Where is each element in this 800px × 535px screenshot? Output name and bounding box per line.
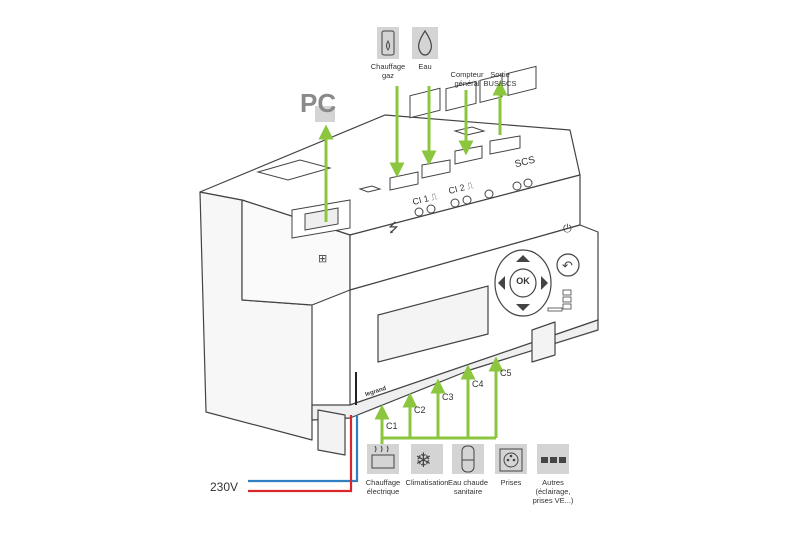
circuit-c2-label: C2 bbox=[414, 405, 426, 415]
terminal-blocks bbox=[409, 65, 537, 119]
water-heater-icon bbox=[461, 445, 475, 473]
bottom-icon-backgrounds bbox=[367, 444, 569, 474]
power-icon: ⏻ bbox=[563, 222, 572, 235]
circuit-c1-label: C1 bbox=[386, 421, 398, 431]
electric-heater-icon bbox=[371, 445, 395, 469]
power-wires bbox=[248, 415, 359, 493]
power-outlet-icon bbox=[499, 448, 523, 472]
water-drop-icon bbox=[418, 29, 432, 56]
signal-arrows bbox=[318, 80, 508, 222]
hot-water-label: Eau chaude sanitaire bbox=[447, 478, 489, 496]
circuit-c3-label: C3 bbox=[442, 392, 454, 402]
circuit-lines bbox=[374, 356, 504, 444]
voltage-label: 230V bbox=[210, 480, 239, 494]
snowflake-icon: ❄ bbox=[415, 448, 432, 472]
usb-icon: ⭍ bbox=[388, 221, 399, 236]
circuit-c5-label: C5 bbox=[500, 368, 512, 378]
air-conditioning-label: Climatisation bbox=[405, 478, 449, 487]
other-loads-label: Autres (éclairage, prises VE...) bbox=[532, 478, 574, 505]
ok-button[interactable]: OK bbox=[516, 276, 530, 286]
water-drop-icon-bg bbox=[412, 27, 438, 59]
terminal-screws bbox=[414, 178, 533, 217]
bus-output-label: Sortie BUS/SCS bbox=[483, 70, 517, 88]
lcd-screen bbox=[377, 285, 489, 363]
svg-text:⊞: ⊞ bbox=[318, 252, 327, 265]
back-arrow-icon: ↶ bbox=[562, 259, 573, 274]
water-label: Eau bbox=[418, 62, 432, 71]
back-button[interactable] bbox=[556, 253, 580, 277]
gas-heating-icon-bg bbox=[377, 27, 399, 59]
gas-heating-label: Chauffage gaz bbox=[370, 62, 406, 80]
pc-badge-bg bbox=[315, 106, 335, 122]
outlets-label: Prises bbox=[500, 478, 522, 487]
power-outlet-pins bbox=[506, 454, 516, 462]
navigation-pad[interactable] bbox=[494, 249, 552, 317]
other-loads-icon bbox=[541, 457, 566, 463]
general-meter-label: Compteur général bbox=[450, 70, 484, 88]
electric-heating-label: Chauffage électrique bbox=[365, 478, 401, 496]
circuit-c4-label: C4 bbox=[472, 379, 484, 389]
pc-label: PC bbox=[300, 88, 337, 118]
ethernet-port: ⊞ bbox=[291, 199, 351, 265]
dip-switches bbox=[547, 289, 572, 312]
gas-heating-icon bbox=[381, 30, 395, 56]
